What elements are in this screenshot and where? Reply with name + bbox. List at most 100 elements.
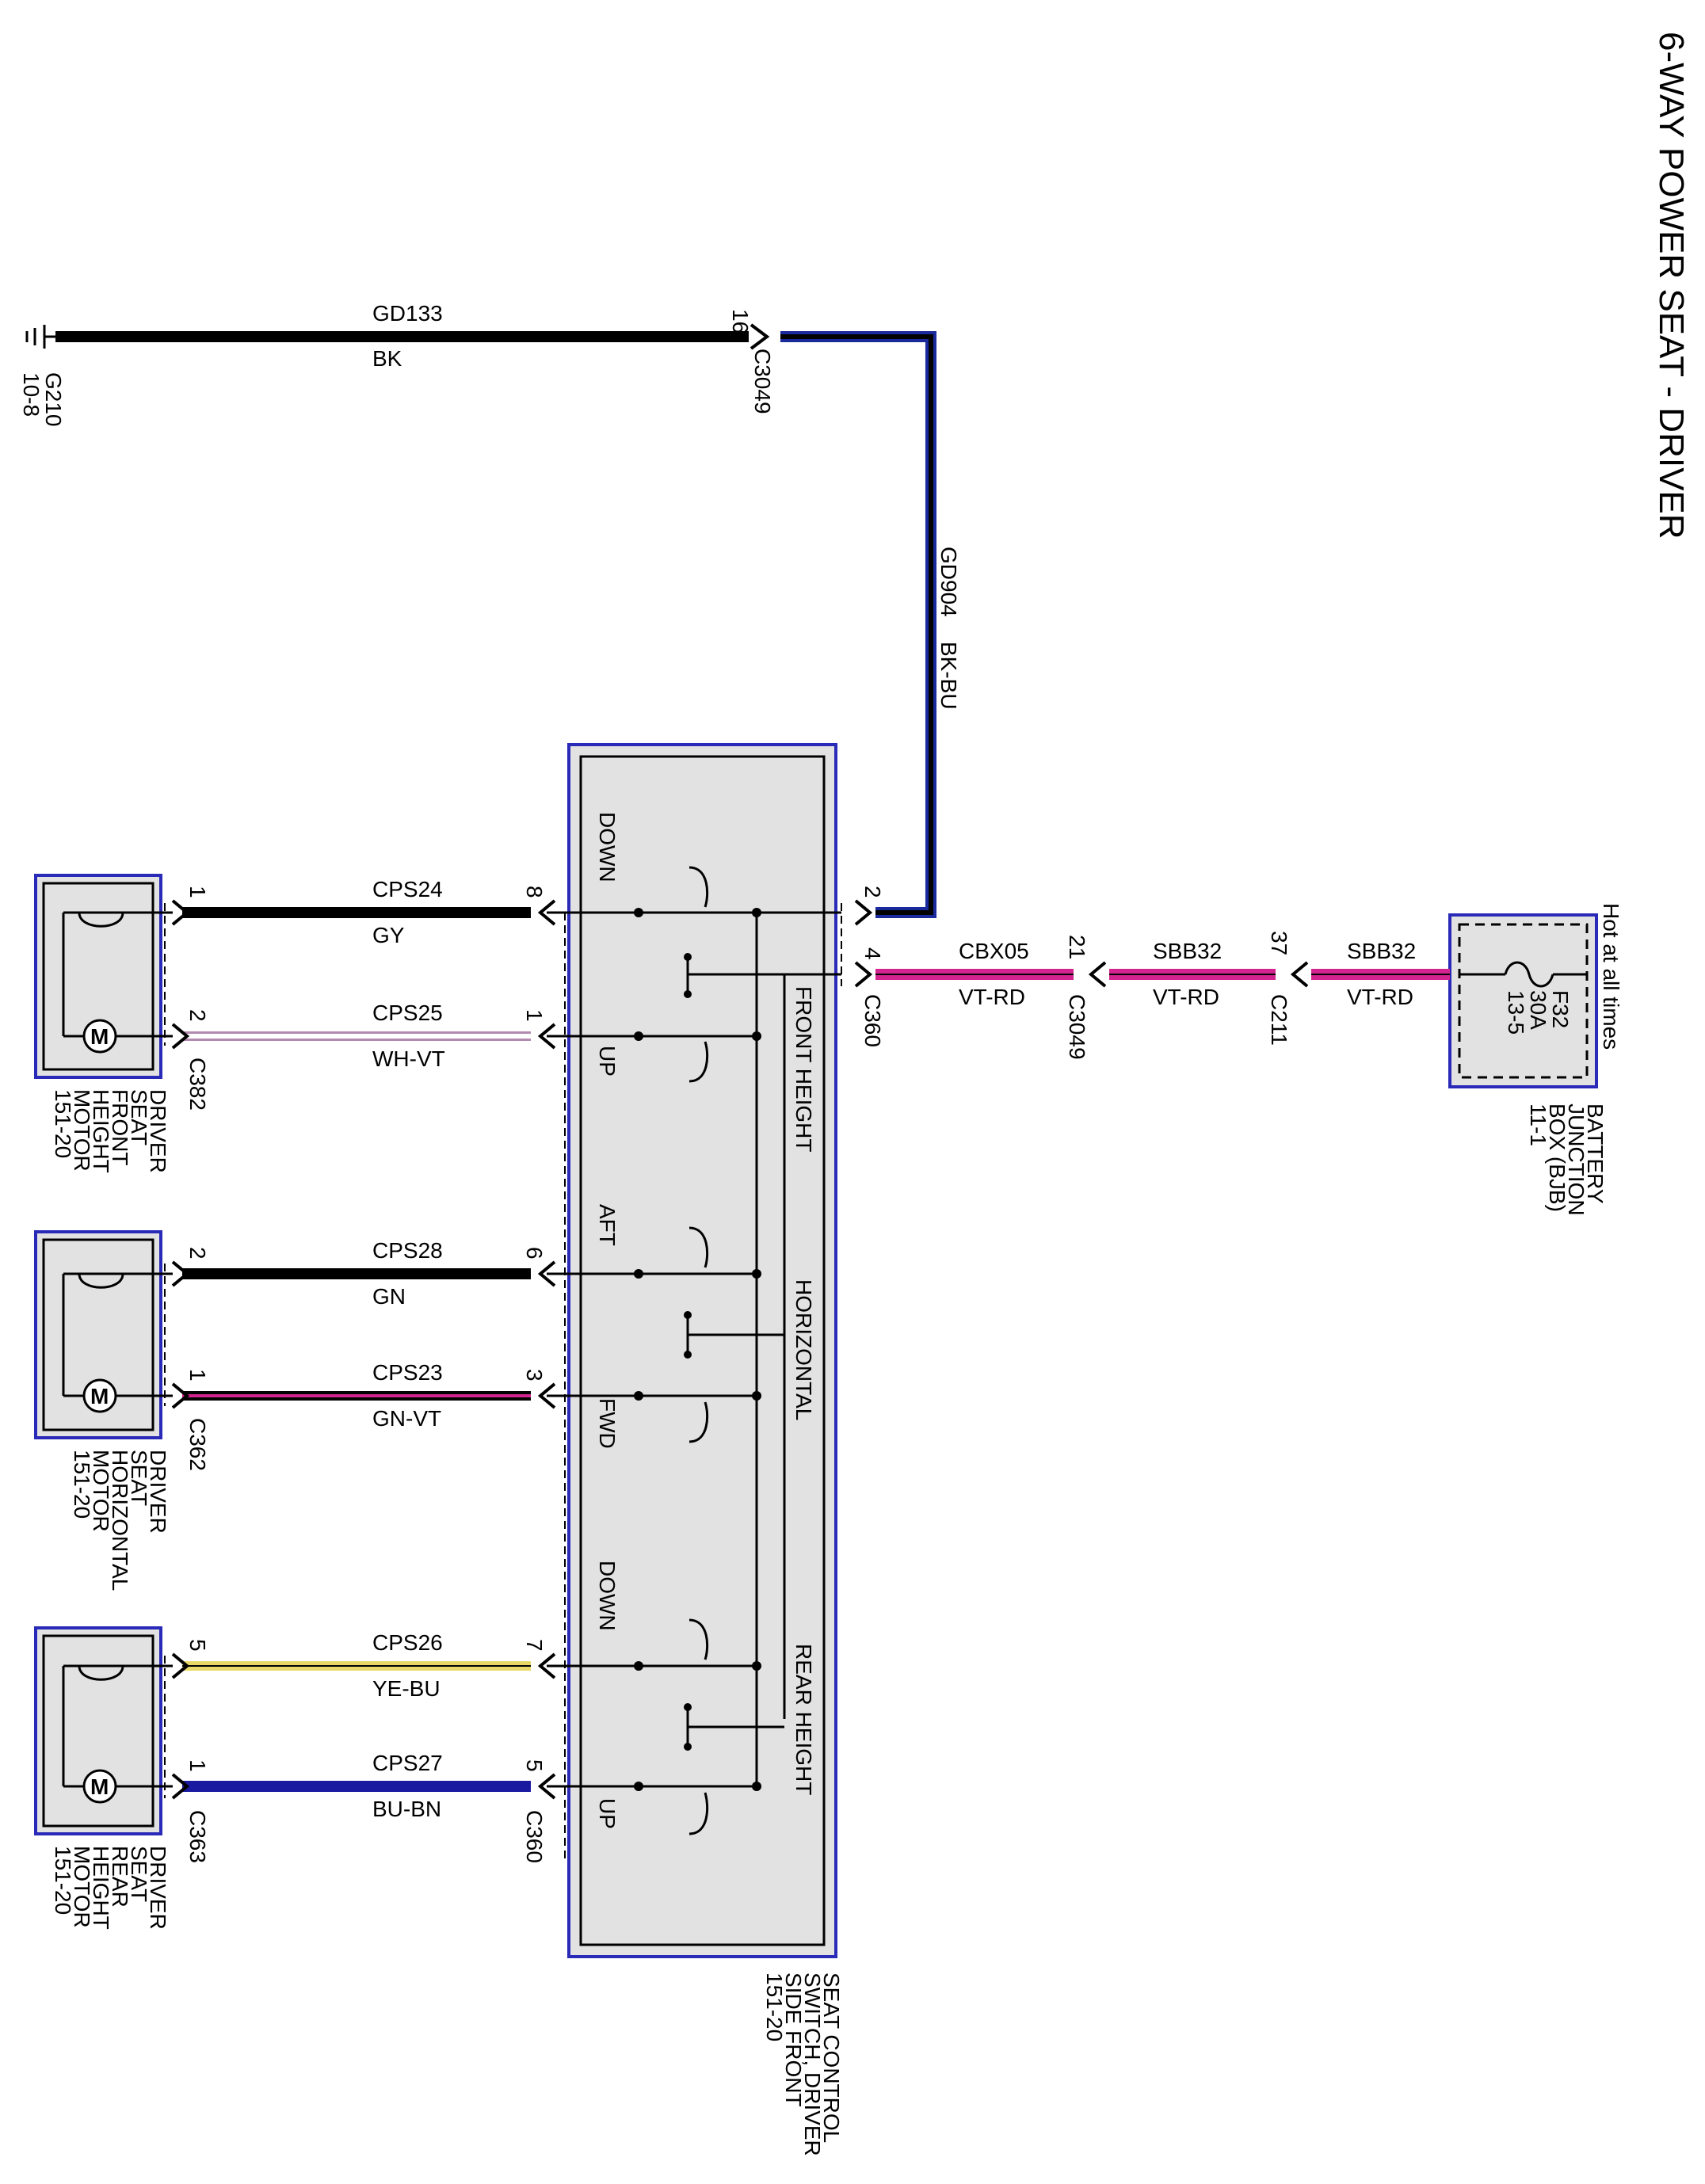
battery-junction-box bbox=[1448, 913, 1598, 1088]
motor-rear-connector: C363 bbox=[185, 1810, 210, 1863]
motor-name-line: 151-20 bbox=[51, 1089, 75, 1158]
pos-fwd: FWD bbox=[595, 1398, 620, 1449]
motor-icon bbox=[82, 1378, 117, 1413]
connector-c360-pin4-arrow bbox=[854, 961, 873, 988]
switch-pin: 6 bbox=[522, 1247, 547, 1260]
fuse-number: F32 bbox=[1548, 990, 1573, 1028]
wire-cps28-circuit: CPS28 bbox=[372, 1238, 443, 1263]
wire-cps26-circuit: CPS26 bbox=[372, 1630, 443, 1655]
wire-cps28-color: GN bbox=[372, 1284, 406, 1309]
c360-pin4: 4 bbox=[860, 947, 885, 960]
switch-pin: 1 bbox=[522, 1009, 547, 1022]
motor-name-line: HEIGHT bbox=[89, 1846, 113, 1930]
c3049-pin: 21 bbox=[1065, 935, 1089, 959]
seat-control-switch bbox=[567, 743, 837, 1958]
connector-c3049-arrow bbox=[1088, 961, 1107, 988]
c360-name: C360 bbox=[860, 994, 885, 1047]
bjb-name-line: BATTERY bbox=[1583, 1103, 1608, 1204]
wire-gd904-circuit: GD904 bbox=[936, 547, 961, 617]
motor-pin: 1 bbox=[185, 1759, 210, 1772]
c3049-name: C3049 bbox=[1065, 994, 1089, 1060]
motor-rear-height: M bbox=[34, 1626, 173, 1835]
motor-icon bbox=[82, 1019, 117, 1054]
motor-horizontal-name: DRIVER SEAT HORIZONTAL MOTOR 151-20 bbox=[70, 1450, 170, 1591]
wire-cps23-color: GN-VT bbox=[372, 1406, 441, 1431]
switch-rear-height bbox=[547, 1618, 784, 1835]
bjb-hot-label: Hot at all times bbox=[1599, 903, 1623, 1050]
wire-sbb32-bjb-color: VT-RD bbox=[1347, 985, 1413, 1009]
motor-name-line: MOTOR bbox=[89, 1450, 113, 1532]
motor-horizontal: M bbox=[34, 1230, 173, 1439]
wire-cps26-color: YE-BU bbox=[372, 1676, 441, 1701]
bjb-name-line: 11-1 bbox=[1526, 1103, 1551, 1146]
wire-cps23-circuit: CPS23 bbox=[372, 1360, 443, 1385]
motor-pin: 1 bbox=[185, 1369, 210, 1382]
wire-gd904-color: BK-BU bbox=[936, 642, 961, 710]
c360-bottom-name: C360 bbox=[522, 1810, 547, 1863]
bjb-name: BATTERY JUNCTION BOX (BJB) 11-1 bbox=[1526, 1103, 1608, 1216]
motor-name-line: 151-20 bbox=[70, 1450, 94, 1519]
switch-horizontal bbox=[547, 1226, 784, 1443]
motor-pin: 5 bbox=[185, 1639, 210, 1652]
motor-front-name: DRIVER SEAT FRONT HEIGHT MOTOR 151-20 bbox=[51, 1089, 170, 1173]
motor-name-line: 151-20 bbox=[51, 1846, 75, 1915]
motor-name-line: MOTOR bbox=[70, 1846, 94, 1928]
c360-pin2: 2 bbox=[860, 886, 885, 898]
fuse-rating: 30A bbox=[1526, 990, 1551, 1030]
bjb-name-line: BOX (BJB) bbox=[1545, 1103, 1570, 1212]
motor-front-connector: C382 bbox=[185, 1058, 210, 1111]
motor-name-line: REAR bbox=[108, 1846, 132, 1908]
fuse-icon bbox=[1459, 961, 1587, 988]
motor-pin: 2 bbox=[185, 1009, 210, 1022]
motor-pin: 1 bbox=[185, 886, 210, 898]
motor-icon bbox=[82, 1769, 117, 1804]
ground-ref: 10-8 bbox=[19, 372, 44, 417]
wire-sbb32-bjb-circuit: SBB32 bbox=[1347, 939, 1416, 963]
motor-name-line: HEIGHT bbox=[89, 1089, 113, 1173]
switch-pin: 5 bbox=[522, 1759, 547, 1772]
c211-pin: 37 bbox=[1267, 931, 1291, 955]
svg-text:M: M bbox=[90, 1384, 109, 1408]
wire-cps25-color: WH-VT bbox=[372, 1046, 445, 1071]
switch-pin: 7 bbox=[522, 1639, 547, 1652]
pos-down-front: DOWN bbox=[595, 812, 620, 882]
motor-name-line: SEAT bbox=[127, 1089, 151, 1145]
section-front-height: FRONT HEIGHT bbox=[791, 986, 816, 1152]
motor-name-line: DRIVER bbox=[146, 1450, 170, 1534]
motor-name-line: SEAT bbox=[127, 1450, 151, 1506]
switch-pin: 8 bbox=[522, 886, 547, 898]
motor-name-line: DRIVER bbox=[146, 1089, 170, 1173]
seat-switch-name-line: SEAT CONTROL bbox=[819, 1972, 844, 2143]
c3049-top-name: C3049 bbox=[750, 349, 775, 414]
pos-up-rear: UP bbox=[595, 1798, 620, 1829]
connector-c360-pin2-arrow bbox=[854, 899, 873, 926]
wire-sbb32-color: VT-RD bbox=[1153, 985, 1219, 1009]
fuse-ref: 13-5 bbox=[1504, 990, 1528, 1035]
pos-aft: AFT bbox=[595, 1204, 620, 1246]
wire-gd133-color: BK bbox=[372, 346, 402, 371]
wire-cps24-color: GY bbox=[372, 923, 405, 947]
motor-name-line: MOTOR bbox=[70, 1089, 94, 1172]
pos-down-rear: DOWN bbox=[595, 1561, 620, 1631]
c211-name: C211 bbox=[1267, 994, 1291, 1046]
section-horizontal: HORIZONTAL bbox=[791, 1279, 816, 1420]
bjb-name-line: JUNCTION bbox=[1564, 1103, 1589, 1216]
seat-switch-name-line: SIDE FRONT bbox=[781, 1972, 806, 2107]
switch-front-height bbox=[547, 866, 784, 1083]
section-rear-height: REAR HEIGHT bbox=[791, 1644, 816, 1795]
connector-c211-arrow bbox=[1290, 961, 1309, 988]
connector-c3049-top-arrow bbox=[750, 323, 770, 350]
motor-pin: 2 bbox=[185, 1247, 210, 1260]
motor-rear-name: DRIVER SEAT REAR HEIGHT MOTOR 151-20 bbox=[51, 1846, 170, 1930]
wire-cps24-circuit: CPS24 bbox=[372, 877, 443, 901]
svg-text:M: M bbox=[90, 1774, 109, 1799]
motor-name-line: SEAT bbox=[127, 1846, 151, 1902]
diagram-title: 6-WAY POWER SEAT - DRIVER bbox=[1652, 32, 1691, 539]
motor-name-line: DRIVER bbox=[146, 1846, 170, 1930]
wire-cps25-circuit: CPS25 bbox=[372, 1001, 443, 1025]
seat-switch-name-line: 151-20 bbox=[762, 1972, 787, 2041]
ground-label: G210 bbox=[41, 372, 66, 427]
wire-cbx05-color: VT-RD bbox=[959, 985, 1025, 1009]
wire-sbb32-circuit: SBB32 bbox=[1153, 939, 1222, 963]
